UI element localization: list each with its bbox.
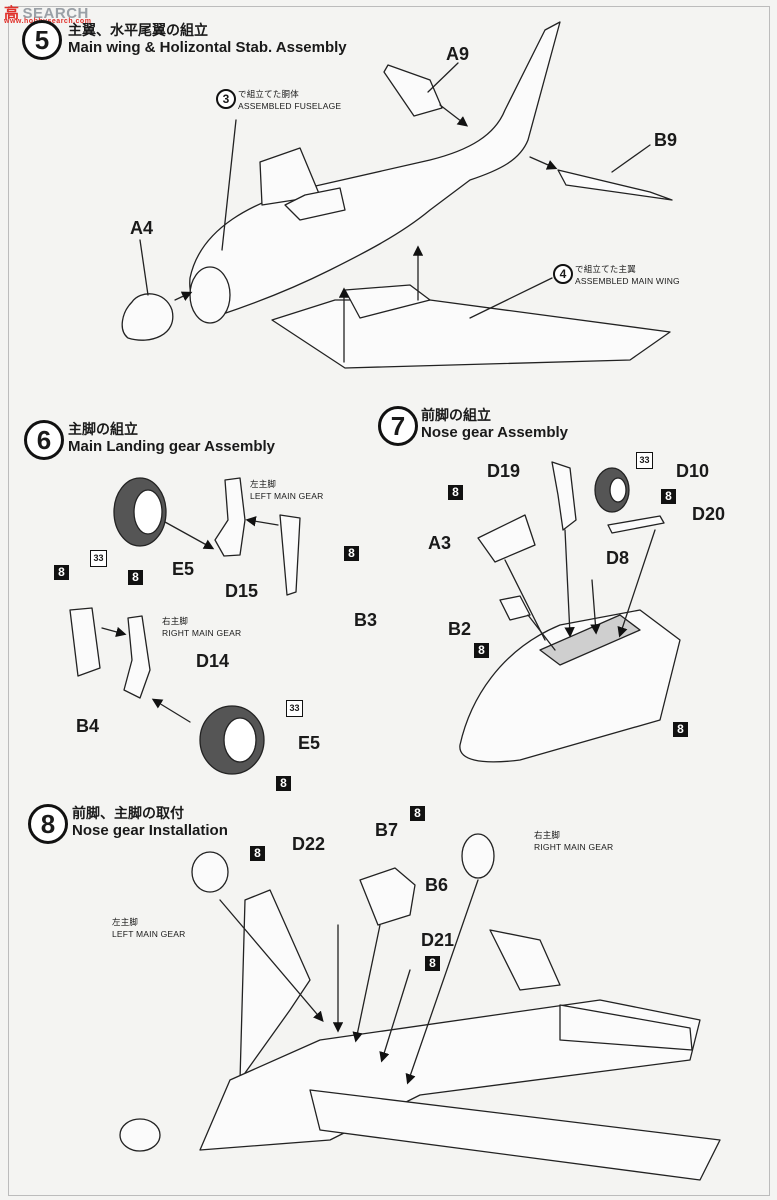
step8-arrows bbox=[219, 879, 479, 1085]
part-d20-label: D20 bbox=[692, 504, 726, 524]
ref-step4-badge: 4 bbox=[553, 264, 573, 284]
part-e5-label: E5 bbox=[298, 733, 321, 753]
left-gear-jp: 左主脚 bbox=[112, 917, 139, 927]
color-8-badge: 8 bbox=[276, 776, 291, 791]
ref-wing-jp: で組立てた主翼 bbox=[575, 264, 636, 274]
color-8-badge: 8 bbox=[54, 565, 69, 580]
watermark-logo: 高 bbox=[4, 5, 20, 22]
right-gear-jp: 右主脚 bbox=[534, 830, 561, 840]
color-8-badge: 8 bbox=[410, 806, 425, 821]
part-d14-label: D14 bbox=[196, 651, 230, 671]
step6-arrows bbox=[101, 516, 279, 723]
color-8-badge: 8 bbox=[250, 846, 265, 861]
step6-title-en: Main Landing gear Assembly bbox=[68, 438, 275, 455]
step8-drawing bbox=[119, 833, 721, 1181]
ref-wing-en: ASSEMBLED MAIN WING bbox=[575, 276, 680, 286]
right-gear-jp: 右主脚 bbox=[162, 616, 189, 626]
step6-number: 6 bbox=[24, 420, 64, 460]
color-8-badge: 8 bbox=[661, 489, 676, 504]
color-33-badge: 33 bbox=[90, 550, 107, 567]
step6-title-jp: 主脚の組立 bbox=[68, 421, 138, 437]
part-a9-label: A9 bbox=[446, 44, 470, 64]
step5-title-en: Main wing & Holizontal Stab. Assembly bbox=[68, 39, 347, 56]
color-33-badge: 33 bbox=[286, 700, 303, 717]
ref-step3-badge: 3 bbox=[216, 89, 236, 109]
right-gear-en: RIGHT MAIN GEAR bbox=[162, 628, 242, 638]
step7-drawing bbox=[459, 461, 681, 763]
color-8-badge: 8 bbox=[448, 485, 463, 500]
step5-number: 5 bbox=[22, 20, 62, 60]
part-d10-label: D10 bbox=[676, 461, 710, 481]
part-b4-label: B4 bbox=[76, 716, 100, 736]
part-a3-label: A3 bbox=[428, 533, 452, 553]
left-gear-jp: 左主脚 bbox=[250, 479, 277, 489]
color-8-badge: 8 bbox=[673, 722, 688, 737]
part-a4-label: A4 bbox=[130, 218, 154, 238]
step5-title-jp: 主翼、水平尾翼の組立 bbox=[68, 22, 208, 38]
step7-title-jp: 前脚の組立 bbox=[421, 407, 491, 423]
step8-title-jp: 前脚、主脚の取付 bbox=[72, 805, 184, 821]
step8-number: 8 bbox=[28, 804, 68, 844]
color-8-badge: 8 bbox=[344, 546, 359, 561]
step8-title-en: Nose gear Installation bbox=[72, 822, 228, 839]
page-frame bbox=[8, 6, 770, 1196]
part-e5-label: E5 bbox=[172, 559, 195, 579]
part-d8-label: D8 bbox=[606, 548, 630, 568]
step5-arrows bbox=[139, 62, 651, 363]
part-b3-label: B3 bbox=[354, 610, 378, 630]
color-33-badge: 33 bbox=[636, 452, 653, 469]
color-8-badge: 8 bbox=[474, 643, 489, 658]
part-b6-label: B6 bbox=[425, 875, 449, 895]
step7-title-en: Nose gear Assembly bbox=[421, 424, 569, 441]
part-b7-label: B7 bbox=[375, 820, 399, 840]
left-gear-en: LEFT MAIN GEAR bbox=[112, 929, 186, 939]
part-b2-label: B2 bbox=[448, 619, 472, 639]
left-gear-en: LEFT MAIN GEAR bbox=[250, 491, 324, 501]
right-gear-en: RIGHT MAIN GEAR bbox=[534, 842, 614, 852]
color-8-badge: 8 bbox=[128, 570, 143, 585]
part-d19-label: D19 bbox=[487, 461, 521, 481]
step5-aircraft-drawing bbox=[121, 21, 673, 369]
step6-drawing bbox=[69, 477, 301, 775]
step7-number: 7 bbox=[378, 406, 418, 446]
part-d21-label: D21 bbox=[421, 930, 455, 950]
ref-fuselage-en: ASSEMBLED FUSELAGE bbox=[238, 101, 342, 111]
part-d22-label: D22 bbox=[292, 834, 326, 854]
color-8-badge: 8 bbox=[425, 956, 440, 971]
step7-arrows bbox=[504, 529, 656, 651]
part-b9-label: B9 bbox=[654, 130, 678, 150]
part-d15-label: D15 bbox=[225, 581, 259, 601]
ref-fuselage-jp: で組立てた胴体 bbox=[238, 89, 299, 99]
watermark-text: SEARCH bbox=[22, 5, 89, 22]
